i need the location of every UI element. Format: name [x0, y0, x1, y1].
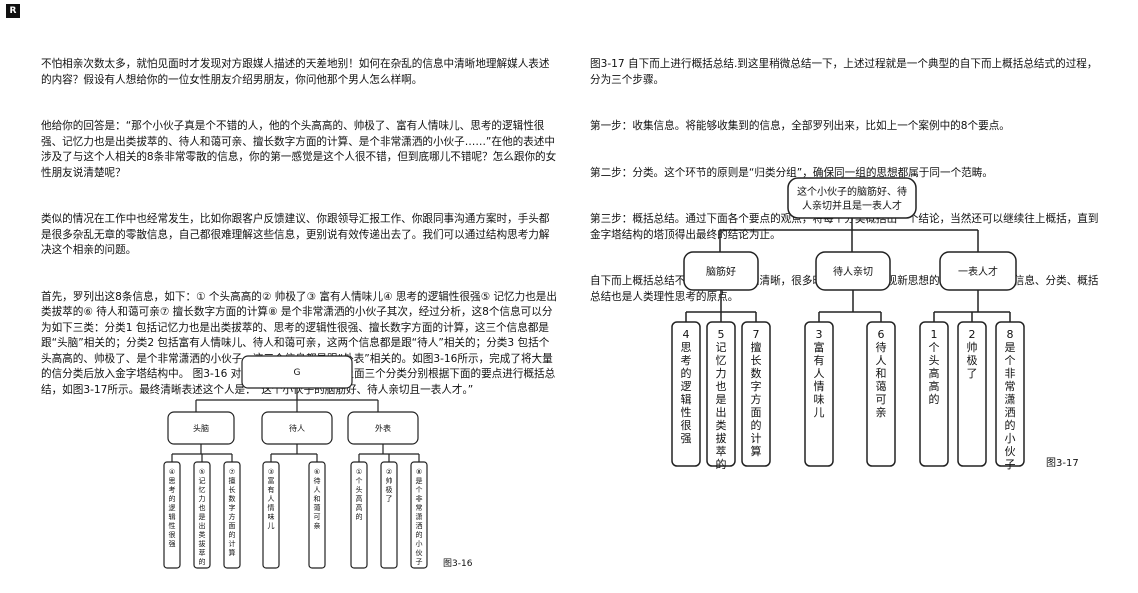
- leaf-node: [350, 461, 368, 569]
- paragraph: 首先，罗列出这8条信息，如下：① 个头高高的② 帅极了③ 富有人情味儿④ 思考的…: [41, 290, 557, 396]
- figure-caption: 图3-16: [443, 558, 473, 569]
- leaf-node: [163, 461, 181, 569]
- group-label: 脑筋好: [706, 265, 736, 278]
- paragraph: 第一步：收集信息。将能够收集到的信息，全部罗列出来，比如上一个案例中的8个要点。: [590, 120, 1010, 132]
- root-label-line: 人亲切并且是一表人才: [802, 199, 902, 212]
- leaf-node: [380, 461, 398, 569]
- leaf-node: [741, 321, 771, 467]
- leaf-node: [308, 461, 326, 569]
- figure-caption: 图3-17: [1046, 457, 1079, 469]
- leaf-node: [706, 321, 736, 467]
- paragraph: 第三步：概括总结。通过下面各个要点的观点，将每个分类概括出一个结论，当然还可以继…: [590, 213, 1099, 241]
- leaf-node: [957, 321, 987, 467]
- paragraph: 不怕相亲次数太多，就怕见面时才发现对方跟媒人描述的天差地别！如何在杂乱的信息中清…: [41, 58, 550, 86]
- group-label: 外表: [375, 423, 391, 433]
- leaf-node: [866, 321, 896, 467]
- left-text-column: 不怕相亲次数太多，就怕见面时才发现对方跟媒人描述的天差地别！如何在杂乱的信息中清…: [41, 26, 559, 414]
- paragraph: 类似的情况在工作中也经常发生，比如你跟客户反馈建议、你跟领导汇报工作、你跟同事沟…: [41, 213, 550, 256]
- group-label: 待人: [289, 423, 305, 433]
- leaf-node: [262, 461, 280, 569]
- paragraph: 第二步：分类。这个环节的原则是“归类分组”，确保同一组的思想都属于同一个范畴。: [590, 166, 993, 179]
- group-label: 头脑: [193, 423, 209, 433]
- leaf-node: [410, 461, 428, 569]
- leaf-node: [671, 321, 701, 467]
- leaf-node: [919, 321, 949, 467]
- paragraph: 图3-17 自下而上进行概括总结.到这里稍微总结一下，上述过程就是一个典型的自下…: [590, 58, 1098, 86]
- leaf-node: [995, 321, 1025, 467]
- root-label-line: 这个小伙子的脑筋好、待: [797, 185, 907, 198]
- root-node: [787, 177, 917, 219]
- group-label: 一表人才: [958, 265, 998, 278]
- leaf-node: [223, 461, 241, 569]
- root-label: G: [294, 368, 301, 378]
- paragraph: 他给你的回答是：“那个小伙子真是个不错的人，他的个头高高的、帅极了、富有人情味儿…: [41, 120, 557, 179]
- leaf-node: [193, 461, 211, 569]
- page-badge: R: [6, 4, 20, 18]
- group-label: 待人亲切: [833, 265, 873, 278]
- leaf-node: [804, 321, 834, 467]
